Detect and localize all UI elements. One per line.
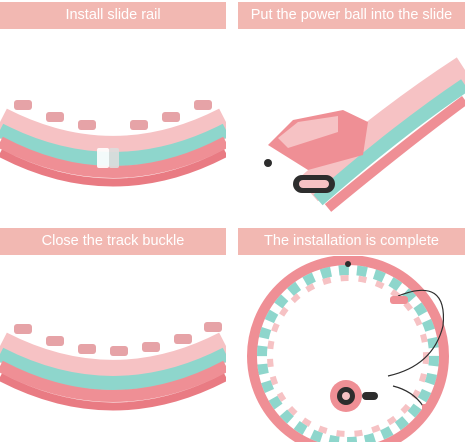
complete-hoop-illustration: [238, 256, 465, 442]
step-close-track-buckle: Close the track buckle: [0, 226, 226, 442]
step-caption: Close the track buckle: [0, 228, 226, 255]
step-put-power-ball: Put the power ball into the slide: [238, 0, 465, 214]
step-caption: Install slide rail: [0, 2, 226, 29]
step-installation-complete: The installation is complete: [238, 226, 465, 442]
track-buckle-illustration: [0, 256, 226, 442]
hoop-rail-illustration: [0, 30, 226, 214]
power-ball-slide-illustration: [238, 30, 465, 214]
step-install-slide-rail: Install slide rail: [0, 0, 226, 214]
step-caption: The installation is complete: [238, 228, 465, 255]
step-caption: Put the power ball into the slide: [238, 2, 465, 29]
